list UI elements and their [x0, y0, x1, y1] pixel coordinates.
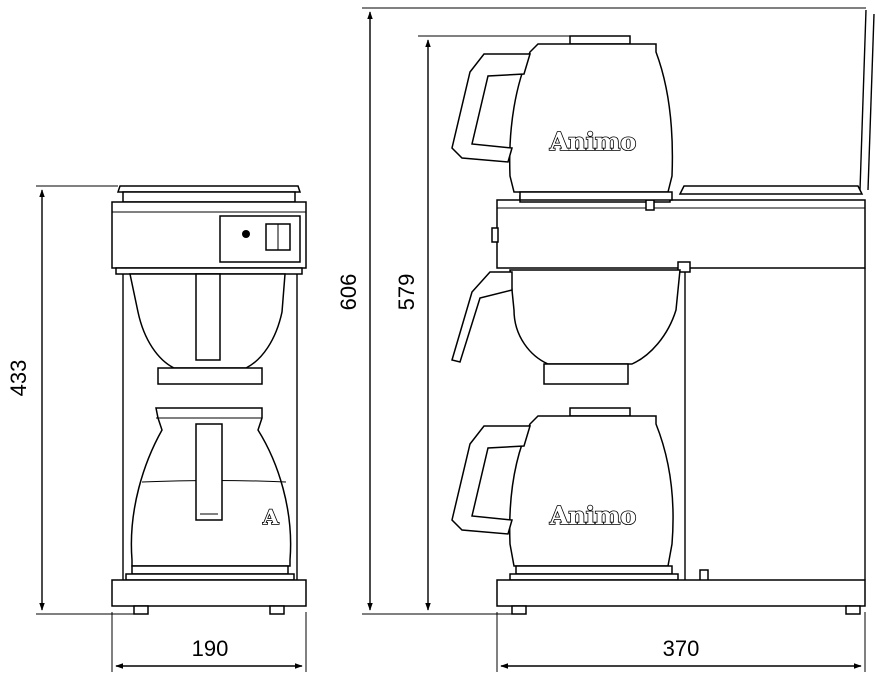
dimension-front-height: 433	[6, 185, 134, 615]
top-jug-brand: Animo	[549, 127, 637, 156]
front-view: A	[111, 185, 307, 615]
dimension-side-depth: 370	[496, 612, 866, 672]
bottom-decanter: Animo	[451, 407, 674, 567]
filter-handle	[451, 271, 513, 363]
dimension-front-width: 190	[111, 612, 307, 672]
side-view: Animo Animo	[451, 9, 875, 615]
side-filter-basket	[509, 269, 681, 365]
side-height-label: 579	[394, 274, 419, 311]
front-height-label: 433	[6, 360, 31, 397]
dimension-side-total-height: 606	[336, 7, 866, 615]
front-width-label: 190	[192, 636, 229, 661]
top-jug-handle	[451, 53, 532, 163]
side-base	[496, 579, 866, 607]
front-jug-mark: A	[262, 505, 279, 529]
bottom-jug-handle	[451, 425, 532, 535]
side-total-height-label: 606	[336, 274, 361, 311]
power-indicator-icon	[242, 230, 250, 238]
side-depth-label: 370	[663, 636, 700, 661]
dimension-side-height: 579	[394, 35, 570, 611]
top-decanter: Animo	[451, 35, 674, 201]
front-base	[111, 579, 307, 607]
bottom-jug-brand: Animo	[549, 501, 637, 530]
